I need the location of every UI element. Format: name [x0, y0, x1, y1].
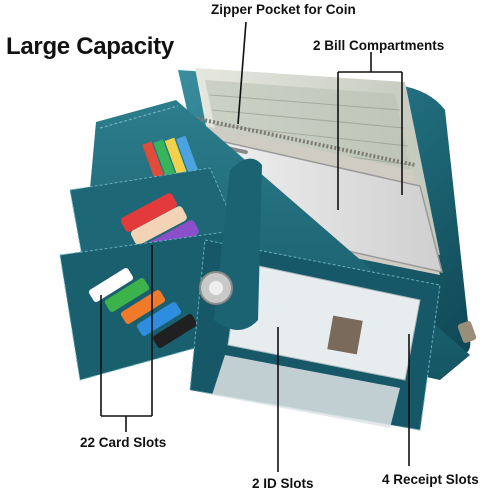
snap-tab: [199, 158, 262, 330]
card-slots-label: 22 Card Slots: [80, 435, 167, 450]
wallet-front: [59, 100, 470, 431]
bill-compartments-label: 2 Bill Compartments: [313, 38, 445, 53]
zipper-pocket-label: Zipper Pocket for Coin: [211, 2, 356, 17]
receipt-slots-label: 4 Receipt Slots: [382, 472, 479, 487]
card-row-bottom: [88, 268, 198, 348]
headline: Large Capacity: [6, 33, 174, 60]
card-row-top: [142, 135, 199, 181]
callout-lines: [100, 21, 410, 472]
zipper-pull: [457, 321, 477, 343]
id-slots-label: 2 ID Slots: [252, 476, 314, 491]
